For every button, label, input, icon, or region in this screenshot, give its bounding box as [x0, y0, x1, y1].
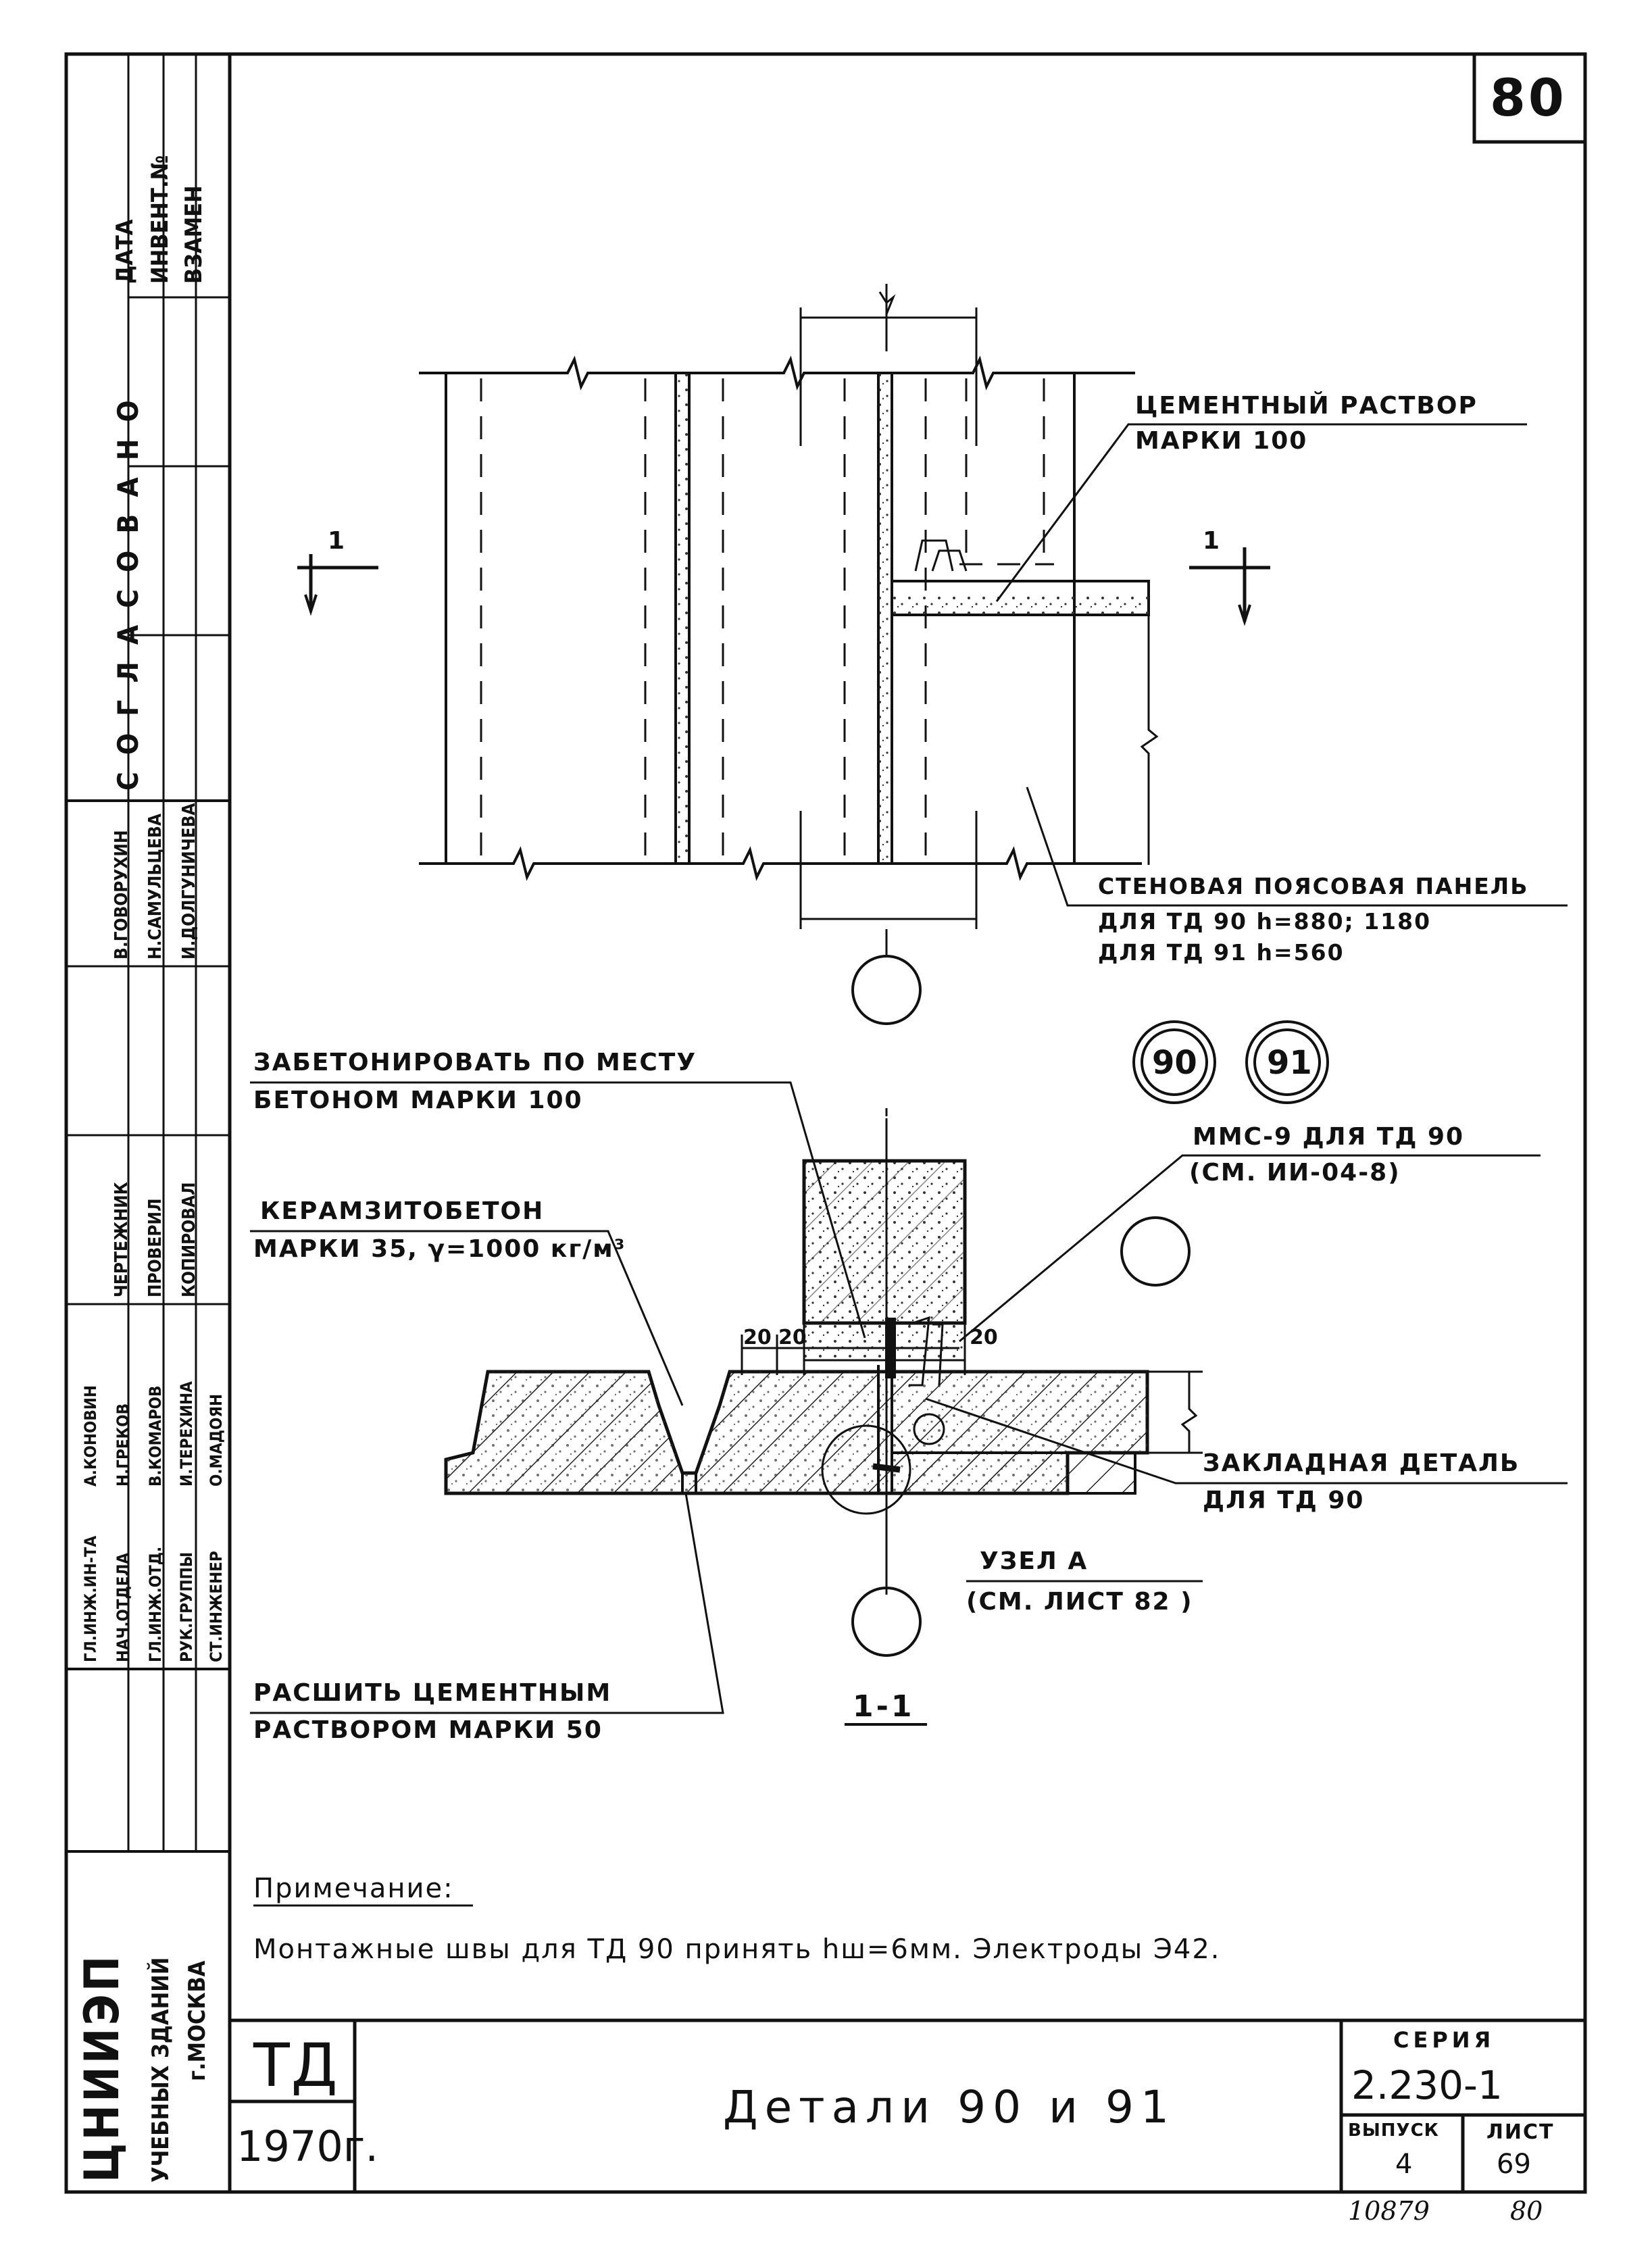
series-label: СЕРИЯ [1393, 2027, 1495, 2053]
sheet-label: ЛИСТ [1486, 2120, 1555, 2144]
dimension-20: 20 [778, 1326, 807, 1349]
node-a-label: УЗЕЛ А [980, 1547, 1088, 1575]
stamp-role: ГЛ.ИНЖ.ОТД. [146, 1546, 165, 1662]
section-title: 1-1 [853, 1689, 915, 1724]
stamp-name: А.КОНОВИН [81, 1385, 100, 1487]
grout-label: РАСТВОРОМ МАРКИ 50 [253, 1716, 603, 1744]
section-mark: 1 [1203, 527, 1222, 555]
page-number: 80 [1510, 2196, 1543, 2226]
grout-label: РАСШИТЬ ЦЕМЕНТНЫМ [253, 1679, 612, 1707]
dimension-20: 20 [970, 1326, 998, 1349]
stamp-date-label: ДАТА [111, 219, 139, 284]
stamp-name: В.ГОВОРУХИН [111, 830, 132, 960]
stamp-name: В.КОМАРОВ [146, 1385, 165, 1487]
detail-bubble-91: 91 [1267, 1044, 1312, 1082]
detail-bubbles [1132, 1020, 1329, 1104]
stamp-grid [66, 54, 230, 1853]
stamp-name: Н.ГРЕКОВ [114, 1403, 132, 1487]
drawing-year: 1970г. [236, 2122, 379, 2171]
concrete-label: ЗАБЕТОНИРОВАТЬ ПО МЕСТУ [253, 1049, 697, 1076]
stamp-role: ПРОВЕРИЛ [145, 1198, 166, 1297]
embedded-part-label: ЗАКЛАДНАЯ ДЕТАЛЬ [1203, 1449, 1520, 1477]
claydite-label: МАРКИ 35, γ=1000 кг/м³ [253, 1235, 626, 1263]
stamp-agreed-label: С О Г Л А С О В А Н О [111, 396, 145, 791]
stamp-role: НАЧ.ОТДЕЛА [114, 1552, 132, 1662]
sheet-number: 80 [1490, 68, 1567, 128]
claydite-label: КЕРАМЗИТОБЕТОН [260, 1197, 545, 1225]
stamp-role: РУК.ГРУППЫ [177, 1551, 196, 1662]
stamp-name: Н.САМУЛЬЦЕВА [145, 814, 166, 960]
mortar-label: МАРКИ 100 [1135, 427, 1308, 455]
section-view [250, 1081, 1568, 1907]
note-text: Монтажные швы для ТД 90 принять hш=6мм. … [253, 1934, 1221, 1965]
sheet-value: 69 [1497, 2149, 1531, 2180]
panel-label: ДЛЯ ТД 91 h=560 [1098, 939, 1345, 966]
stamp-inventory-label: ИНВЕНТ.№ [147, 155, 174, 284]
outer-frame [64, 52, 1587, 2194]
panel-label: ДЛЯ ТД 90 h=880; 1180 [1098, 908, 1432, 935]
stamp-name: И.ТЕРЕХИНА [177, 1381, 196, 1487]
mms-label: ММС-9 ДЛЯ ТД 90 [1193, 1123, 1465, 1151]
org-name: УЧЕБНЫХ ЗДАНИЙ [147, 1957, 174, 2183]
dimension-20: 20 [743, 1326, 772, 1349]
title-block [230, 2018, 1585, 2192]
concrete-label: БЕТОНОМ МАРКИ 100 [253, 1087, 583, 1114]
stamp-name: И.ДОЛГУНИЧЕВА [179, 803, 199, 960]
detail-bubble-90: 90 [1152, 1044, 1197, 1082]
section-mark: 1 [328, 527, 347, 555]
mms-label: (СМ. ИИ-04-8) [1189, 1159, 1401, 1187]
inventory-number: 10879 [1348, 2196, 1430, 2226]
mortar-label: ЦЕМЕНТНЫЙ РАСТВОР [1135, 392, 1478, 420]
org-name: г.МОСКВА [184, 1960, 211, 2081]
stamp-role: СТ.ИНЖЕНЕР [207, 1551, 226, 1662]
panel-label: СТЕНОВАЯ ПОЯСОВАЯ ПАНЕЛЬ [1098, 873, 1529, 899]
stamp-role: КОПИРОВАЛ [179, 1182, 199, 1297]
stamp-replaces-label: ВЗАМЕН [180, 185, 207, 284]
issue-label: ВЫПУСК [1348, 2120, 1439, 2141]
embedded-part-label: ДЛЯ ТД 90 [1203, 1487, 1365, 1514]
drawing-title: Детали 90 и 91 [723, 2081, 1176, 2133]
stamp-role: ЧЕРТЕЖНИК [111, 1182, 132, 1297]
series-value: 2.230-1 [1351, 2062, 1503, 2108]
issue-value: 4 [1395, 2149, 1413, 2180]
sheet-number-box [1472, 52, 1587, 144]
stamp-role: ГЛ.ИНЖ.ИН-ТА [81, 1535, 100, 1662]
org-name: ЦНИИЭП [74, 1953, 130, 2183]
stamp-name: О.МАДОЯН [207, 1393, 226, 1487]
drawing-code: ТД [253, 2031, 339, 2100]
plan-view [297, 284, 1568, 1025]
note-title: Примечание: [253, 1873, 454, 1904]
node-a-label: (СМ. ЛИСТ 82 ) [966, 1588, 1193, 1616]
